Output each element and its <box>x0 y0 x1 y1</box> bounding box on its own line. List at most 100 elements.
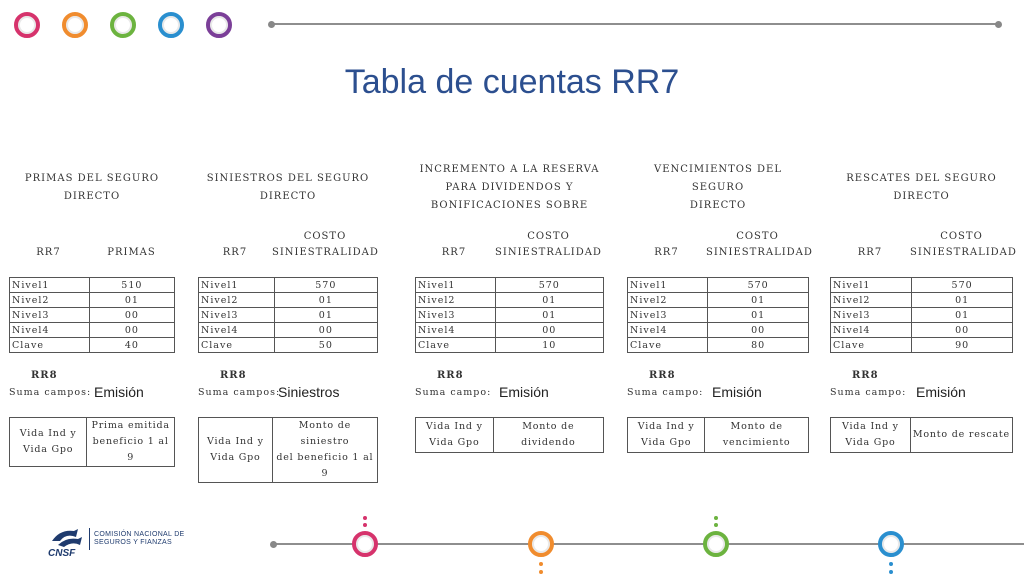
decor-circle-pink <box>14 12 40 38</box>
rr8-concept-cell: Monto de dividendo <box>492 417 605 453</box>
level-value-cell: 50 <box>273 337 379 353</box>
rr8-product-line: Vida Gpo <box>210 452 261 463</box>
bottom-divider-line <box>272 543 1024 545</box>
rr8-product-cell: Vida Ind y Vida Gpo <box>415 417 494 453</box>
blue-dot <box>889 570 893 574</box>
rr8-product-line: Vida Ind y <box>425 421 483 432</box>
level-value-cell: 570 <box>494 277 605 293</box>
rr8-label: RR8 <box>649 370 676 381</box>
rr8-product-line: Vida Gpo <box>429 437 480 448</box>
column-subheader: RR7 COSTO SINIESTRALIDAD <box>627 225 813 261</box>
level-value-cell: 01 <box>911 292 1013 308</box>
logo-institution-name: COMISIÓN NACIONAL DE SEGUROS Y FIANZAS <box>94 531 185 547</box>
decor-circle-green <box>110 12 136 38</box>
level-value-cell: 01 <box>494 292 605 308</box>
subheader-rr7-label: RR7 <box>654 247 679 258</box>
sum-fields-label: Suma campo: <box>415 387 492 398</box>
bottom-circle-green <box>703 531 729 557</box>
level-value-cell: 01 <box>494 307 605 323</box>
level-name-cell: Nivel4 <box>198 322 275 338</box>
top-divider-end-dot <box>268 21 275 28</box>
rr8-concept-line: Monto de <box>730 421 783 432</box>
level-name-cell: Nivel4 <box>626 322 709 338</box>
subheader-measure-label: COSTO SINIESTRALIDAD <box>706 229 813 261</box>
green-dot <box>714 523 718 527</box>
decor-circle-purple <box>206 12 232 38</box>
rr8-concept-cell: Monto de rescate <box>909 417 1014 453</box>
level-name-cell: Nivel3 <box>415 307 496 323</box>
top-divider-line <box>272 23 998 25</box>
subheader-measure-line: SINIESTRALIDAD <box>706 247 813 258</box>
level-name-cell: Nivel3 <box>829 307 913 323</box>
level-value-cell: 00 <box>911 322 1013 338</box>
level-value-cell: 01 <box>911 307 1013 323</box>
rr8-concept-line: beneficio 1 al 9 <box>92 436 169 463</box>
subheader-rr7-label: RR7 <box>222 247 248 258</box>
level-value-cell: 570 <box>911 277 1013 293</box>
rr8-product-line: Vida Gpo <box>641 437 692 448</box>
level-name-cell: Nivel1 <box>415 277 496 293</box>
bottom-circle-pink <box>352 531 378 557</box>
subheader-measure-line: SINIESTRALIDAD <box>272 247 379 258</box>
subheader-measure-line: COSTO <box>736 231 779 242</box>
sum-fields-label: Suma campos: <box>9 387 92 398</box>
level-name-cell: Nivel2 <box>415 292 496 308</box>
level-name-cell: Nivel2 <box>626 292 709 308</box>
level-name-cell: Nivel2 <box>9 292 90 308</box>
subheader-measure-line: COSTO <box>940 231 983 242</box>
level-value-cell: 570 <box>273 277 379 293</box>
decor-circle-orange <box>62 12 88 38</box>
rr8-description-table: Vida Ind y Vida Gpo Monto de dividendo <box>415 417 605 453</box>
level-value-cell: 570 <box>707 277 809 293</box>
rr8-product-line: Vida Ind y <box>206 436 264 447</box>
level-name-cell: Nivel3 <box>9 307 90 323</box>
rr8-product-line: Vida Gpo <box>845 437 896 448</box>
column-heading-line: DIRECTO <box>689 200 747 211</box>
rr8-product-line: Vida Gpo <box>23 444 74 455</box>
page-title: Tabla de cuentas RR7 <box>344 63 680 101</box>
sum-fields-value: Emisión <box>94 384 144 400</box>
level-name-cell: Nivel2 <box>198 292 275 308</box>
pink-dot <box>363 523 367 527</box>
decor-circle-blue <box>158 12 184 38</box>
level-value-cell: 00 <box>88 307 176 323</box>
rr8-label: RR8 <box>852 370 879 381</box>
subheader-measure-line: PRIMAS <box>107 247 156 258</box>
sum-fields-label: Suma campos: <box>198 387 281 398</box>
column-heading-line: PARA DIVIDENDOS Y <box>445 182 574 193</box>
logo-separator <box>89 528 90 550</box>
rr8-concept-line: del beneficio 1 al 9 <box>276 452 374 479</box>
logo-name-line1: COMISIÓN NACIONAL DE <box>94 531 185 538</box>
